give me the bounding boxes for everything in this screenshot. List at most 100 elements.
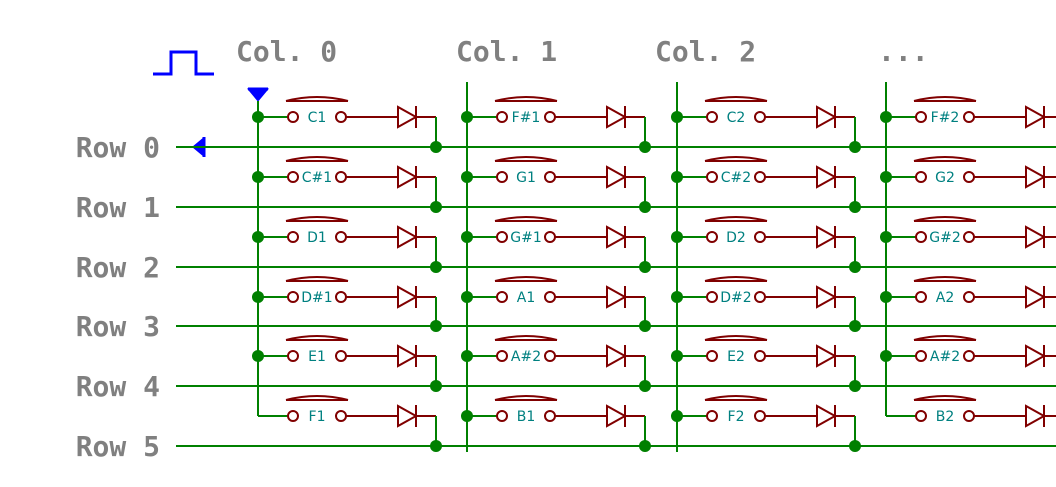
switch-actuator [494, 96, 558, 102]
switch-cell: D2 [671, 216, 861, 273]
switch-actuator [494, 156, 558, 162]
row-junction-dot [430, 320, 442, 332]
switch-cell: G2 [880, 156, 1056, 189]
switch-contact [706, 231, 718, 243]
row-junction-dot [639, 440, 651, 452]
switch-actuator [704, 96, 768, 102]
switch-cell: A#2 [461, 335, 651, 392]
switch-actuator [913, 335, 977, 341]
switch-contact [706, 111, 718, 123]
key-label: C#2 [721, 170, 751, 186]
switch-actuator [494, 395, 558, 401]
diode-icon [606, 344, 628, 368]
switch-contact [544, 410, 556, 422]
switch-contact [335, 171, 347, 183]
row-junction-dot [849, 440, 861, 452]
switch-contact [287, 231, 299, 243]
diode-icon [816, 285, 838, 309]
diode-icon [816, 105, 838, 129]
key-label: B1 [517, 409, 536, 425]
row-junction-dot [639, 201, 651, 213]
row-junction-dot [639, 380, 651, 392]
row-label: Row 0 [76, 131, 160, 164]
switch-contact [335, 291, 347, 303]
switch-actuator [704, 335, 768, 341]
row-junction-dot [849, 320, 861, 332]
key-label: F2 [728, 409, 745, 425]
switch-contact [706, 350, 718, 362]
switch-contact [496, 231, 508, 243]
switch-cell: G1 [461, 156, 651, 213]
switch-cell: F#2 [880, 96, 1056, 129]
switch-actuator [285, 395, 349, 401]
row-label: Row 2 [76, 251, 160, 284]
switch-cell: E1 [252, 335, 442, 392]
switch-cell: G#1 [461, 216, 651, 273]
switch-cell: A#2 [880, 335, 1056, 368]
switch-contact [706, 171, 718, 183]
row-junction-dot [639, 320, 651, 332]
switch-contact [754, 231, 766, 243]
row-label: Row 1 [76, 191, 160, 224]
switch-actuator [494, 216, 558, 222]
row-label: Row 4 [76, 370, 160, 403]
switch-actuator [285, 216, 349, 222]
switch-cell: C#2 [671, 156, 861, 213]
switch-contact [544, 291, 556, 303]
switch-contact [544, 231, 556, 243]
row-junction-dot [849, 261, 861, 273]
switch-contact [754, 171, 766, 183]
diode-icon [606, 404, 628, 428]
key-label: C#1 [302, 170, 332, 186]
row-junction-dot [430, 141, 442, 153]
key-label: B2 [936, 409, 955, 425]
row-junction-dot [430, 261, 442, 273]
column-label: Col. 0 [236, 35, 337, 68]
switch-actuator [704, 156, 768, 162]
row-junction-dot [639, 261, 651, 273]
diode-icon [1025, 105, 1047, 129]
column-label: ... [878, 35, 929, 68]
switch-contact [963, 111, 975, 123]
switch-actuator [913, 216, 977, 222]
key-label: A#2 [930, 349, 960, 365]
row-junction-dot [430, 440, 442, 452]
row-junction-dot [849, 380, 861, 392]
key-label: D2 [726, 230, 746, 246]
key-label: A2 [936, 290, 954, 306]
column-output-arrow-icon [246, 88, 270, 102]
row-junction-dot [430, 380, 442, 392]
switch-contact [706, 291, 718, 303]
switch-contact [754, 350, 766, 362]
switch-actuator [285, 276, 349, 282]
diode-icon [606, 105, 628, 129]
switch-contact [754, 410, 766, 422]
switch-contact [496, 111, 508, 123]
switch-contact [287, 111, 299, 123]
diode-icon [606, 165, 628, 189]
switch-actuator [494, 276, 558, 282]
switch-cell: A1 [461, 276, 651, 332]
diode-icon [397, 225, 419, 249]
switch-contact [915, 350, 927, 362]
diode-icon [606, 225, 628, 249]
switch-contact [915, 111, 927, 123]
key-label: G#1 [510, 230, 542, 246]
diode-icon [816, 165, 838, 189]
switch-contact [544, 171, 556, 183]
switch-actuator [913, 96, 977, 102]
clock-pulse-icon [153, 50, 214, 76]
switch-contact [544, 111, 556, 123]
switch-cell: E2 [671, 335, 861, 392]
switch-actuator [913, 276, 977, 282]
key-label: F#1 [512, 110, 541, 126]
diode-icon [397, 404, 419, 428]
diode-icon [1025, 225, 1047, 249]
switch-contact [287, 171, 299, 183]
diode-icon [1025, 165, 1047, 189]
diode-icon [816, 344, 838, 368]
switch-cell: F#1 [461, 96, 651, 153]
